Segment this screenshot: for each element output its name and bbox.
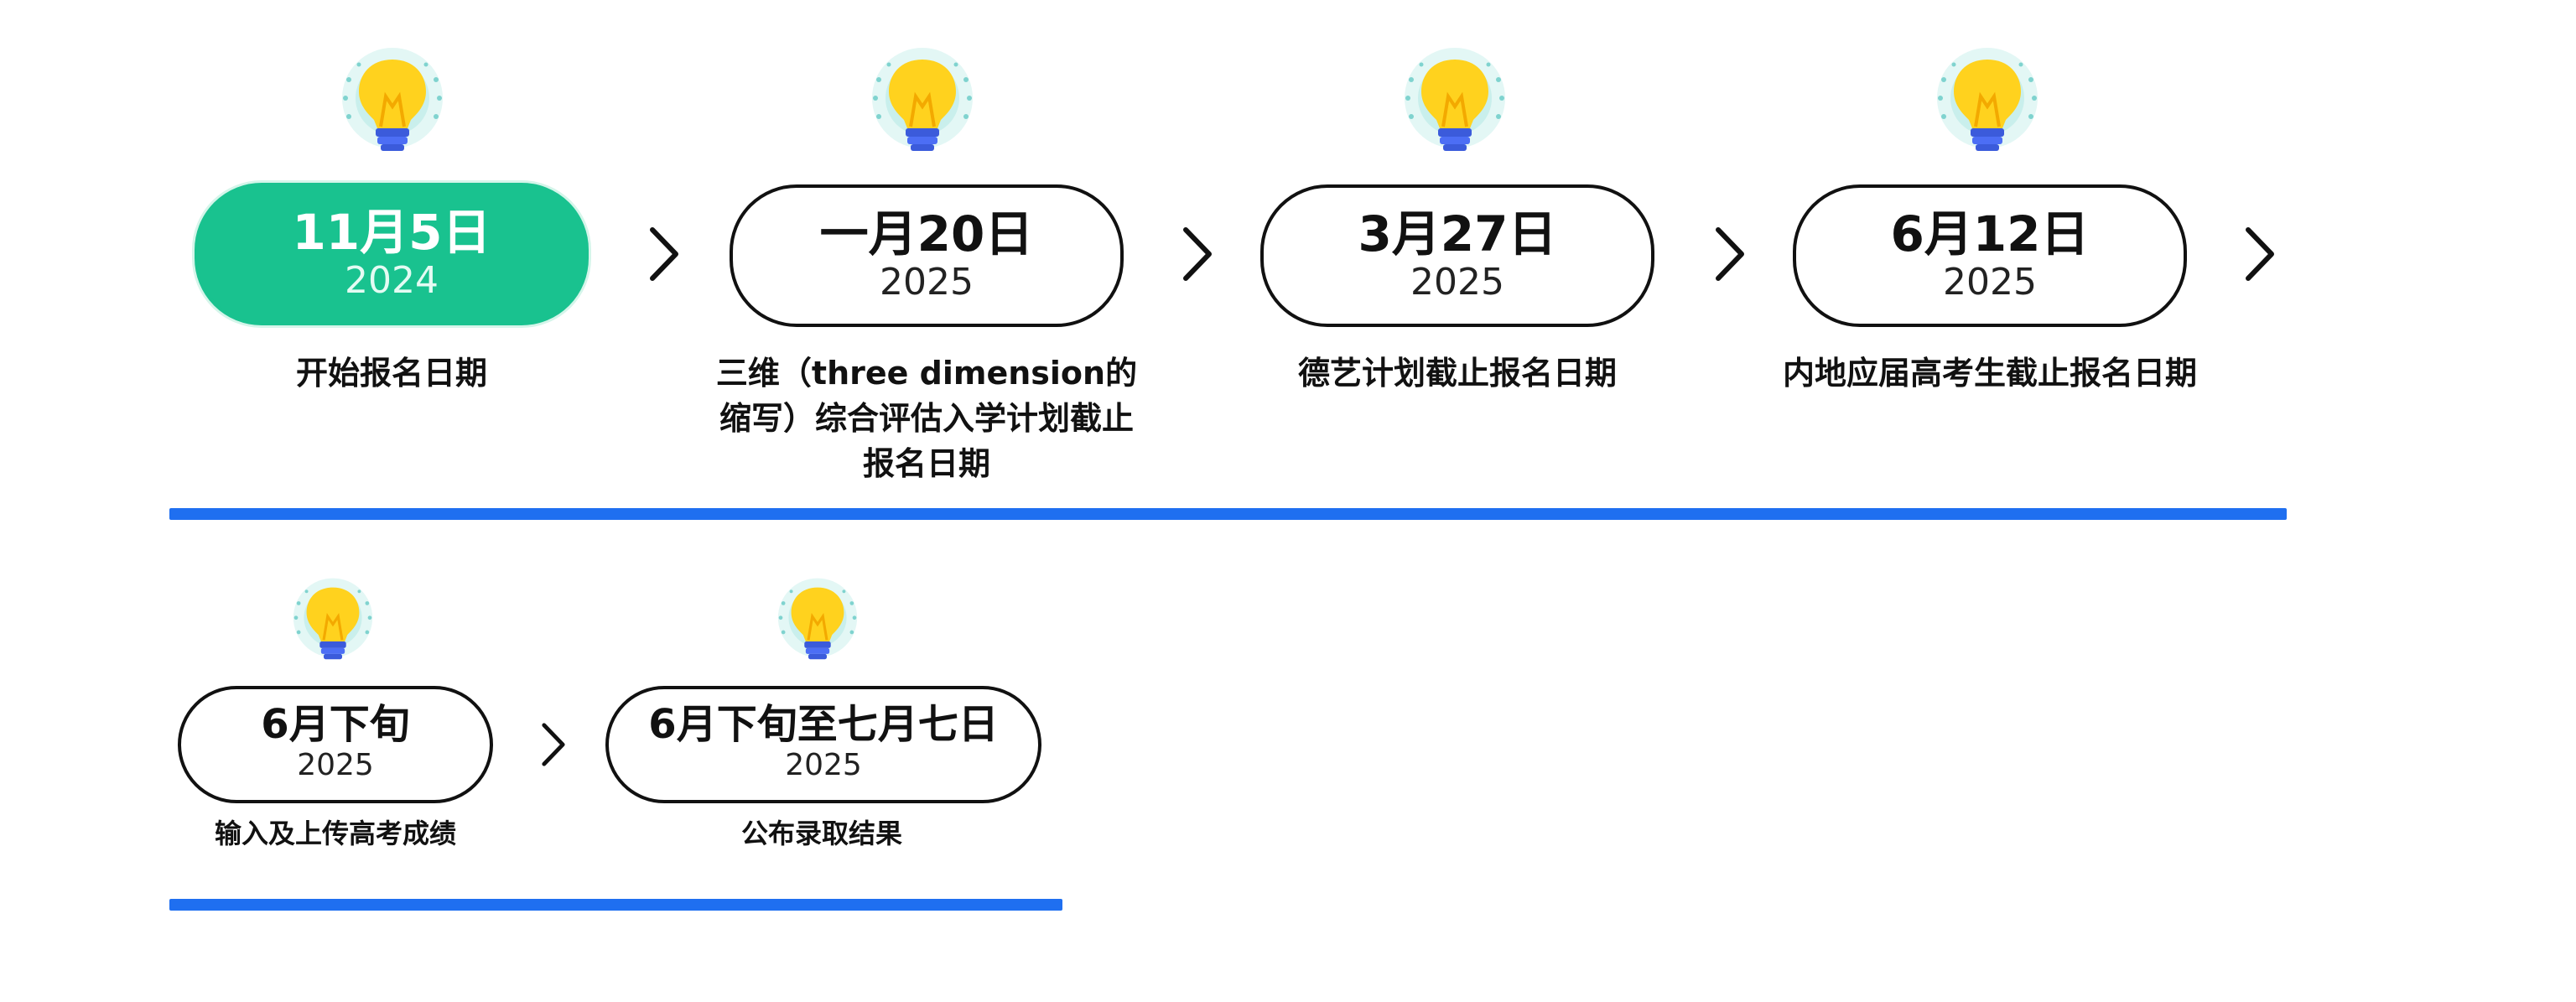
date-pill: 6月下旬至七月七日 2025: [605, 686, 1041, 803]
chevron-right-icon: [1713, 225, 1747, 283]
lightbulb-icon: [1396, 46, 1514, 164]
step-year: 2025: [1410, 261, 1504, 304]
section-divider: [169, 899, 1062, 911]
step-label: 公布录取结果: [740, 818, 902, 849]
step-date: 6月下旬: [261, 701, 410, 748]
step-year: 2025: [1943, 261, 2037, 304]
step-date: 6月12日: [1890, 205, 2090, 262]
date-pill: 一月20日 2025: [730, 184, 1124, 327]
date-pill: 3月27日 2025: [1260, 184, 1654, 327]
step-year: 2025: [297, 748, 374, 782]
step-year: 2024: [345, 259, 439, 302]
lightbulb-icon: [287, 577, 379, 669]
step-label: 开始报名日期: [295, 355, 487, 392]
step-date: 3月27日: [1358, 205, 1557, 262]
date-pill: 6月12日 2025: [1793, 184, 2187, 327]
chevron-right-icon: [647, 225, 681, 283]
step-date: 11月5日: [292, 204, 491, 261]
section-divider: [169, 508, 2287, 520]
step-label: 输入及上传高考成绩: [214, 818, 456, 849]
date-pill: 6月下旬 2025: [178, 686, 493, 803]
chevron-right-icon: [2243, 225, 2277, 283]
step-date: 6月下旬至七月七日: [648, 701, 999, 748]
lightbulb-icon: [1929, 46, 2046, 164]
lightbulb-icon: [864, 46, 981, 164]
lightbulb-icon: [771, 577, 864, 669]
date-pill-active: 11月5日 2024: [195, 183, 589, 325]
step-label: 德艺计划截止报名日期: [1297, 355, 1617, 392]
step-label: 三维（three dimension的缩写）综合评估入学计划截止报名日期: [715, 355, 1138, 482]
chevron-right-icon: [1181, 225, 1214, 283]
step-year: 2025: [880, 261, 974, 304]
step-label: 内地应届高考生截止报名日期: [1782, 355, 2197, 392]
chevron-right-icon: [540, 721, 567, 768]
step-year: 2025: [785, 748, 862, 782]
lightbulb-icon: [334, 46, 451, 164]
step-date: 一月20日: [819, 205, 1034, 262]
